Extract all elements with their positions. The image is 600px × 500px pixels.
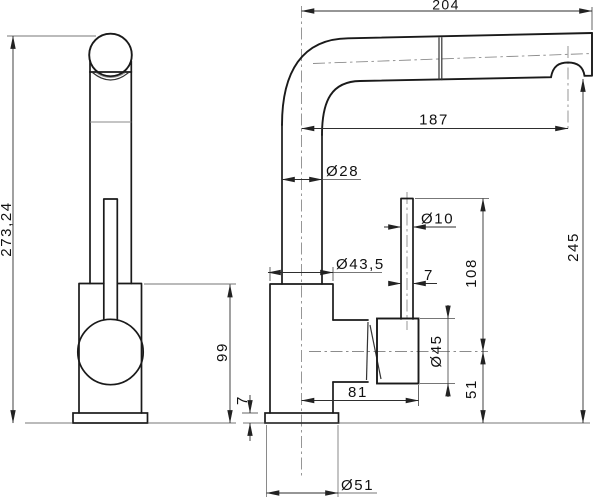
side-valve-step-lines [332, 319, 369, 383]
dim-label-valve-axis-height: 51 [463, 379, 480, 399]
front-lever-bar [102, 198, 119, 321]
dim-label-lever-flat-width: 7 [424, 267, 434, 284]
dim-spout-reach-outlet: 187 [301, 112, 569, 132]
dim-spout-reach-total: 204 [301, 0, 593, 30]
dim-label-front-body-height: 99 [214, 342, 231, 362]
front-aerator-arc-inner [96, 72, 126, 78]
side-spout-inner-curve-and-tip [321, 32, 593, 136]
side-base-extension-lines [266, 425, 339, 497]
dim-front-total-height: 273,24 [0, 35, 96, 424]
dim-label-valve-body-diameter: Ø45 [428, 334, 445, 367]
dim-base-plate-thickness: 7 [234, 395, 258, 441]
dim-valve-reach: 81 [301, 384, 419, 406]
side-spout-outer-curve [281, 32, 593, 126]
side-lever-bar [400, 197, 414, 320]
dim-lever-diameter: Ø10 [384, 211, 456, 230]
dim-label-body-diameter: Ø43,5 [336, 256, 385, 273]
side-riser-tube [281, 124, 323, 285]
side-valve-cone-edge [365, 321, 369, 381]
dim-valve-axis-height: 51 [463, 351, 486, 424]
dim-base-plate-diameter: Ø51 [266, 477, 377, 496]
dim-lever-flat-width: 7 [388, 267, 437, 287]
side-spout-axis-centerline [312, 53, 593, 64]
dim-label-base-plate-thickness: 7 [234, 395, 251, 405]
dim-valve-body-diameter: Ø45 [420, 305, 455, 397]
side-valve-housing [376, 317, 420, 385]
dim-label-riser-diameter: Ø28 [326, 163, 359, 180]
dim-label-front-total-height: 273,24 [0, 201, 15, 256]
side-valve-cone-diagonal [369, 324, 382, 380]
dim-label-outlet-height: 245 [565, 232, 582, 262]
dim-outlet-height: 245 [565, 78, 586, 424]
side-spray-head-seam [438, 37, 443, 81]
front-view [25, 32, 149, 424]
dim-front-body-height: 99 [144, 283, 236, 424]
dim-body-diameter: Ø43,5 [267, 256, 385, 281]
front-spout-head-circle [88, 32, 133, 78]
front-valve-ball-circle [76, 318, 145, 386]
dim-riser-diameter: Ø28 [281, 163, 361, 183]
dim-label-lever-diameter: Ø10 [421, 211, 454, 228]
front-riser-tube [89, 60, 133, 285]
dim-label-base-plate-diameter: Ø51 [341, 477, 374, 494]
front-base-plate [72, 412, 149, 424]
dim-label-spout-reach-outlet: 187 [419, 112, 449, 129]
dim-lever-top-height: 108 [415, 198, 489, 352]
dim-label-lever-top-height: 108 [463, 258, 480, 288]
front-body [78, 282, 143, 414]
side-view [243, 6, 593, 497]
side-body [269, 283, 334, 414]
front-aerator-arc-outer [92, 72, 129, 81]
dim-label-spout-reach-total: 204 [432, 0, 460, 13]
dim-label-valve-reach: 81 [348, 384, 368, 401]
